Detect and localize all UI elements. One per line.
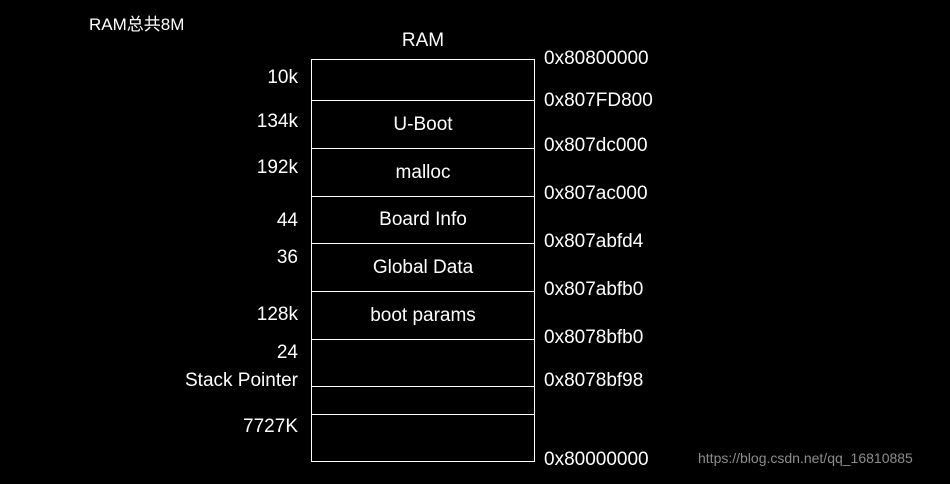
memory-region-unlabeled xyxy=(312,386,534,414)
memory-region-u-boot: U-Boot xyxy=(312,100,534,148)
memory-region-label: Global Data xyxy=(372,256,474,278)
memory-region-boot-params: boot params xyxy=(312,291,534,339)
address-label-0x80800000: 0x80800000 xyxy=(544,48,649,69)
memory-region-label: boot params xyxy=(370,304,476,326)
ram-heading: RAM xyxy=(401,30,445,51)
memory-region-board-info: Board Info xyxy=(312,196,534,243)
memory-region-label: malloc xyxy=(395,161,451,183)
size-label-8: Stack Pointer xyxy=(185,370,298,391)
address-label-0x80000000: 0x80000000 xyxy=(544,449,649,470)
address-label-0x807abfb0: 0x807abfb0 xyxy=(544,279,644,300)
memory-region-unlabeled xyxy=(312,339,534,386)
address-label-0x807ac000: 0x807ac000 xyxy=(544,183,648,204)
address-label-0x807FD800: 0x807FD800 xyxy=(544,90,653,111)
size-label-4: 44 xyxy=(276,210,298,231)
size-label-5: 36 xyxy=(276,247,298,268)
size-label-3: 192k xyxy=(256,157,298,178)
address-label-0x807abfd4: 0x807abfd4 xyxy=(544,231,644,252)
memory-region-global-data: Global Data xyxy=(312,243,534,291)
size-label-9: 7727K xyxy=(243,416,298,437)
diagram-caption: RAM总共8M xyxy=(89,15,185,34)
memory-region-label: U-Boot xyxy=(393,113,453,135)
watermark: https://blog.csdn.net/qq_16810885 xyxy=(698,450,913,466)
memory-region-label: Board Info xyxy=(379,209,467,230)
memory-region-unlabeled xyxy=(312,60,534,100)
memory-region-unlabeled xyxy=(312,414,534,463)
size-label-1: 10k xyxy=(267,67,298,88)
address-label-0x8078bfb0: 0x8078bfb0 xyxy=(544,327,644,348)
memory-region-malloc: malloc xyxy=(312,148,534,196)
address-label-0x8078bf98: 0x8078bf98 xyxy=(544,370,644,391)
size-label-6: 128k xyxy=(256,304,298,325)
size-label-7: 24 xyxy=(276,342,298,363)
address-label-0x807dc000: 0x807dc000 xyxy=(544,135,648,156)
size-label-2: 134k xyxy=(256,111,298,132)
